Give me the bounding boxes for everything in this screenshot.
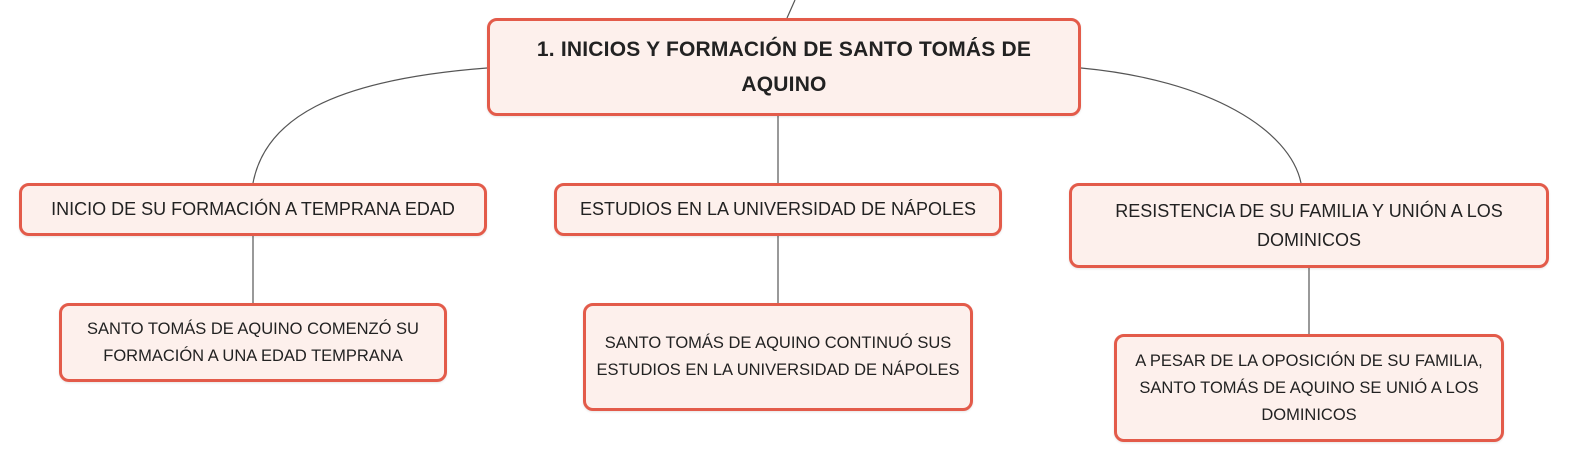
branch-label: INICIO DE SU FORMACIÓN A TEMPRANA EDAD bbox=[51, 199, 455, 219]
detail-node-naples-studies[interactable]: SANTO TOMÁS DE AQUINO CONTINUÓ SUS ESTUD… bbox=[583, 303, 973, 411]
branch-label: ESTUDIOS EN LA UNIVERSIDAD DE NÁPOLES bbox=[579, 199, 977, 219]
connector-root-to-branch-3 bbox=[1080, 67, 1302, 184]
branch-node-naples-studies[interactable]: ESTUDIOS EN LA UNIVERSIDAD DE NÁPOLES bbox=[554, 183, 1002, 236]
central-topic-label: 1. INICIOS Y FORMACIÓN DE SANTO TOMÁS DE… bbox=[536, 38, 1032, 96]
detail-label: SANTO TOMÁS DE AQUINO COMENZÓ SU FORMACI… bbox=[87, 319, 419, 365]
detail-label: A PESAR DE LA OPOSICIÓN DE SU FAMILIA, S… bbox=[1135, 351, 1483, 424]
branch-node-family-resistance[interactable]: RESISTENCIA DE SU FAMILIA Y UNIÓN A LOS … bbox=[1069, 183, 1549, 268]
connector-parent-to-root bbox=[786, 0, 796, 19]
detail-node-family-resistance[interactable]: A PESAR DE LA OPOSICIÓN DE SU FAMILIA, S… bbox=[1114, 334, 1504, 442]
branch-label: RESISTENCIA DE SU FAMILIA Y UNIÓN A LOS … bbox=[1115, 200, 1503, 250]
detail-label: SANTO TOMÁS DE AQUINO CONTINUÓ SUS ESTUD… bbox=[596, 334, 960, 379]
central-topic-node[interactable]: 1. INICIOS Y FORMACIÓN DE SANTO TOMÁS DE… bbox=[487, 18, 1081, 116]
branch-node-early-formation[interactable]: INICIO DE SU FORMACIÓN A TEMPRANA EDAD bbox=[19, 183, 487, 236]
connector-root-to-branch-1 bbox=[252, 67, 488, 184]
detail-node-early-formation[interactable]: SANTO TOMÁS DE AQUINO COMENZÓ SU FORMACI… bbox=[59, 303, 447, 382]
